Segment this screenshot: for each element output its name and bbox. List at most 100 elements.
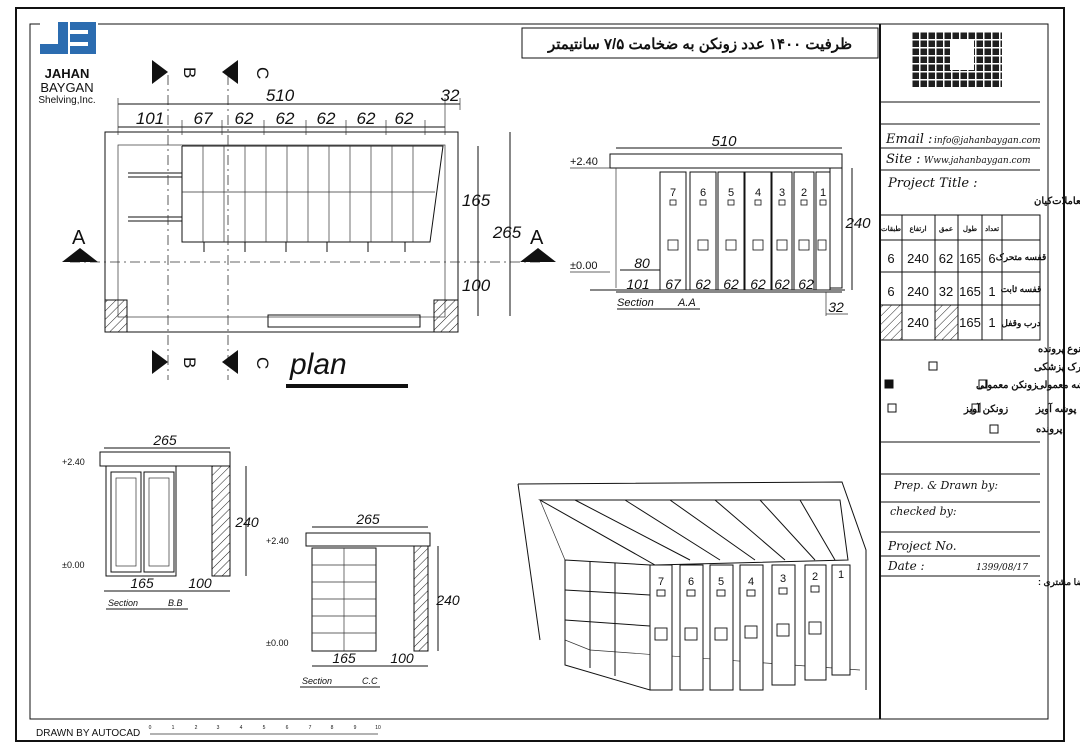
prep-label: Prep. & Drawn by:: [893, 479, 998, 492]
checkbox-medical-folder[interactable]: [928, 361, 938, 371]
plan-dim-1: 101: [136, 109, 164, 128]
mark-c-bottom: C: [253, 357, 272, 369]
aa-unit-2: 2: [801, 187, 807, 199]
site-label: Site :: [886, 152, 921, 167]
plan-dim-165: 165: [462, 191, 491, 210]
aa-dim-3: 62: [695, 276, 711, 292]
bb-level-bottom: ±0.00: [62, 560, 84, 570]
checkbox-hanging-binder[interactable]: [887, 403, 897, 413]
bb-caption: Section: [108, 598, 138, 608]
row3-length: 165: [959, 315, 981, 330]
option-normal-folder: پوشه معمولی: [1036, 380, 1080, 391]
row1-length: 165: [959, 251, 981, 266]
row1-name: قفسه متحرک: [996, 252, 1047, 263]
bb-dim-100: 100: [188, 575, 212, 591]
plan-dim-total: 510: [266, 86, 295, 105]
plan-view: A A B B C C 510 32 101 67 62 62 62 62 62…: [62, 60, 556, 388]
plan-label: plan: [289, 348, 347, 381]
cc-level-bottom: ±0.00: [266, 638, 288, 648]
section-bb: 265 240 +2.40 ±0.00 165 100 Section B.B: [62, 432, 259, 610]
cc-level-top: +2.40: [266, 536, 289, 546]
row2-name: قفسه ثابت: [1001, 284, 1042, 294]
company-logo: JAHAN BAYGAN Shelving,Inc.: [38, 22, 98, 106]
mark-b-top: B: [180, 67, 199, 78]
p-unit-2: 2: [812, 571, 818, 583]
row2-height: 240: [907, 284, 929, 299]
bb-caption-id: B.B: [168, 598, 183, 608]
mark-a-left: A: [72, 227, 86, 249]
option-hanging-folder: پوشه آویز: [1035, 402, 1077, 415]
header-title-box: [521, 27, 879, 59]
aa-dim-width: 510: [711, 133, 737, 150]
outer-frame: [15, 7, 1065, 742]
logo-line-baygan: BAYGAN: [40, 80, 93, 95]
mark-c-top: C: [253, 67, 272, 79]
scale-tick-8: 8: [331, 725, 334, 731]
scale-tick-1: 1: [172, 725, 175, 731]
aa-dim-80: 80: [634, 255, 650, 271]
aa-dim-2: 67: [665, 276, 682, 292]
logo-line-jahan: JAHAN: [45, 66, 90, 81]
row1-floors: 6: [887, 251, 894, 266]
plan-dim-100: 100: [462, 276, 491, 295]
aa-unit-4: 4: [755, 187, 761, 199]
header-title: ظرفیت ۱۴۰۰ عدد زونکن به ضخامت ۷/۵ سانتیم…: [547, 36, 852, 53]
project-title-label: Project Title :: [887, 176, 978, 191]
bb-level-top: +2.40: [62, 457, 85, 467]
option-normal-binder: زونکن معمولی: [976, 380, 1037, 391]
option-medical-folder: پوشه مدارک پزشکی: [1034, 362, 1080, 373]
p-unit-3: 3: [780, 573, 786, 585]
row3-height: 240: [907, 315, 929, 330]
scale-tick-4: 4: [240, 725, 243, 731]
row1-count: 6: [988, 251, 995, 266]
row3-name: درب وقفل: [1001, 318, 1040, 329]
scale-tick-5: 5: [263, 725, 266, 731]
aa-unit-6: 6: [700, 187, 706, 199]
scale-tick-10: 10: [375, 725, 381, 731]
bb-dim-width: 265: [152, 432, 177, 448]
scale-tick-3: 3: [217, 725, 220, 731]
checked-label: checked by:: [890, 505, 957, 518]
aa-unit-1: 1: [820, 187, 826, 199]
aa-unit-5: 5: [728, 187, 734, 199]
checkbox-normal-folder[interactable]: [978, 379, 988, 389]
scale-tick-2: 2: [195, 725, 198, 731]
date-value: 1399/08/17: [976, 563, 1028, 573]
aa-dim-end: 32: [828, 299, 844, 315]
drawn-by-autocad: DRAWN BY AUTOCAD: [36, 728, 140, 739]
aa-level-top: +2.40: [570, 156, 598, 168]
title-block: Email : info@jahanbaygan.com Site : Www.…: [879, 24, 1080, 719]
plan-dim-2: 67: [194, 109, 213, 128]
section-cc: 265 240 +2.40 ±0.00 165 100 Section C.C: [266, 511, 460, 688]
p-unit-5: 5: [718, 576, 724, 588]
section-aa: 7 6 5 4 3 2 1 510 240 +2.40 ±0.00 80 101…: [570, 133, 871, 316]
row2-count: 1: [988, 284, 995, 299]
p-unit-1: 1: [838, 569, 844, 581]
cc-dim-width: 265: [355, 511, 380, 527]
checkbox-normal-binder[interactable]: [884, 379, 894, 389]
th-height: ارتفاع: [909, 225, 926, 233]
aa-dim-5: 62: [750, 276, 766, 292]
aa-dim-4: 62: [723, 276, 739, 292]
project-title-value: کارگزاری توسعه معاملات‌کیان: [1034, 194, 1080, 207]
plan-dim-7: 62: [395, 109, 414, 128]
inner-frame: [29, 23, 1049, 720]
row2-floors: 6: [887, 284, 894, 299]
aa-level-bottom: ±0.00: [570, 260, 597, 272]
cc-dim-height: 240: [435, 592, 460, 608]
cc-caption-id: C.C: [362, 676, 378, 686]
p-unit-7: 7: [658, 576, 664, 588]
aa-caption: Section: [617, 297, 654, 309]
th-floors: طبقات: [881, 225, 901, 233]
bb-dim-height: 240: [234, 514, 259, 530]
checkbox-hanging-folder[interactable]: [971, 403, 981, 413]
aa-unit-7: 7: [670, 187, 676, 199]
row1-height: 240: [907, 251, 929, 266]
p-unit-6: 6: [688, 576, 694, 588]
logo-line-shelving: Shelving,Inc.: [38, 95, 95, 106]
site-value: Www.jahanbaygan.com: [924, 156, 1031, 166]
plan-dim-5: 62: [317, 109, 336, 128]
project-no-label: Project No.: [887, 539, 957, 553]
checkbox-file[interactable]: [989, 424, 999, 434]
